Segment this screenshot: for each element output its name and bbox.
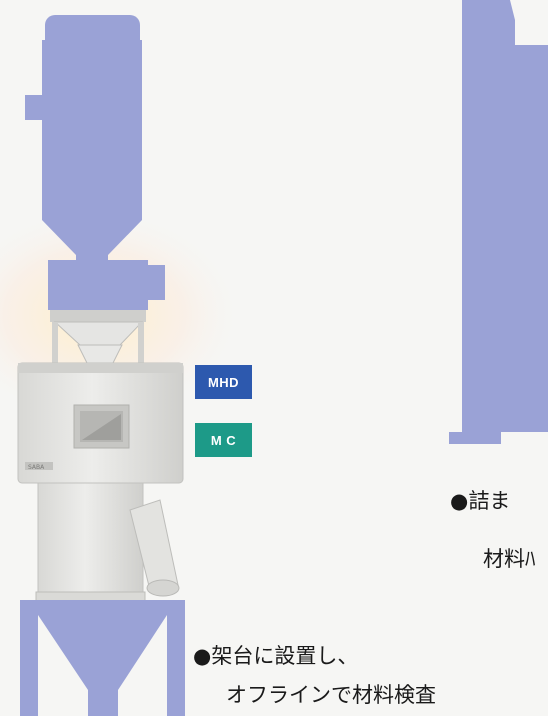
upper-hopper	[25, 15, 142, 262]
caption-right-line2: 材料ﾊ	[483, 547, 536, 571]
equipment-label-plate: SABA	[28, 464, 45, 471]
caption-left-line1: ●架台に設置し、	[193, 644, 359, 668]
mhd-badge: MHD	[195, 365, 252, 399]
mc-badge: M C	[195, 423, 252, 457]
transition-frame	[50, 310, 146, 366]
inspection-unit: SABA	[17, 362, 184, 613]
caption-right-line1: ●詰ま	[450, 489, 511, 513]
lower-stand	[20, 600, 185, 716]
receiver-block	[48, 260, 165, 310]
right-silo	[449, 0, 548, 444]
caption-left-line2: オフラインで材料検査	[226, 683, 436, 707]
